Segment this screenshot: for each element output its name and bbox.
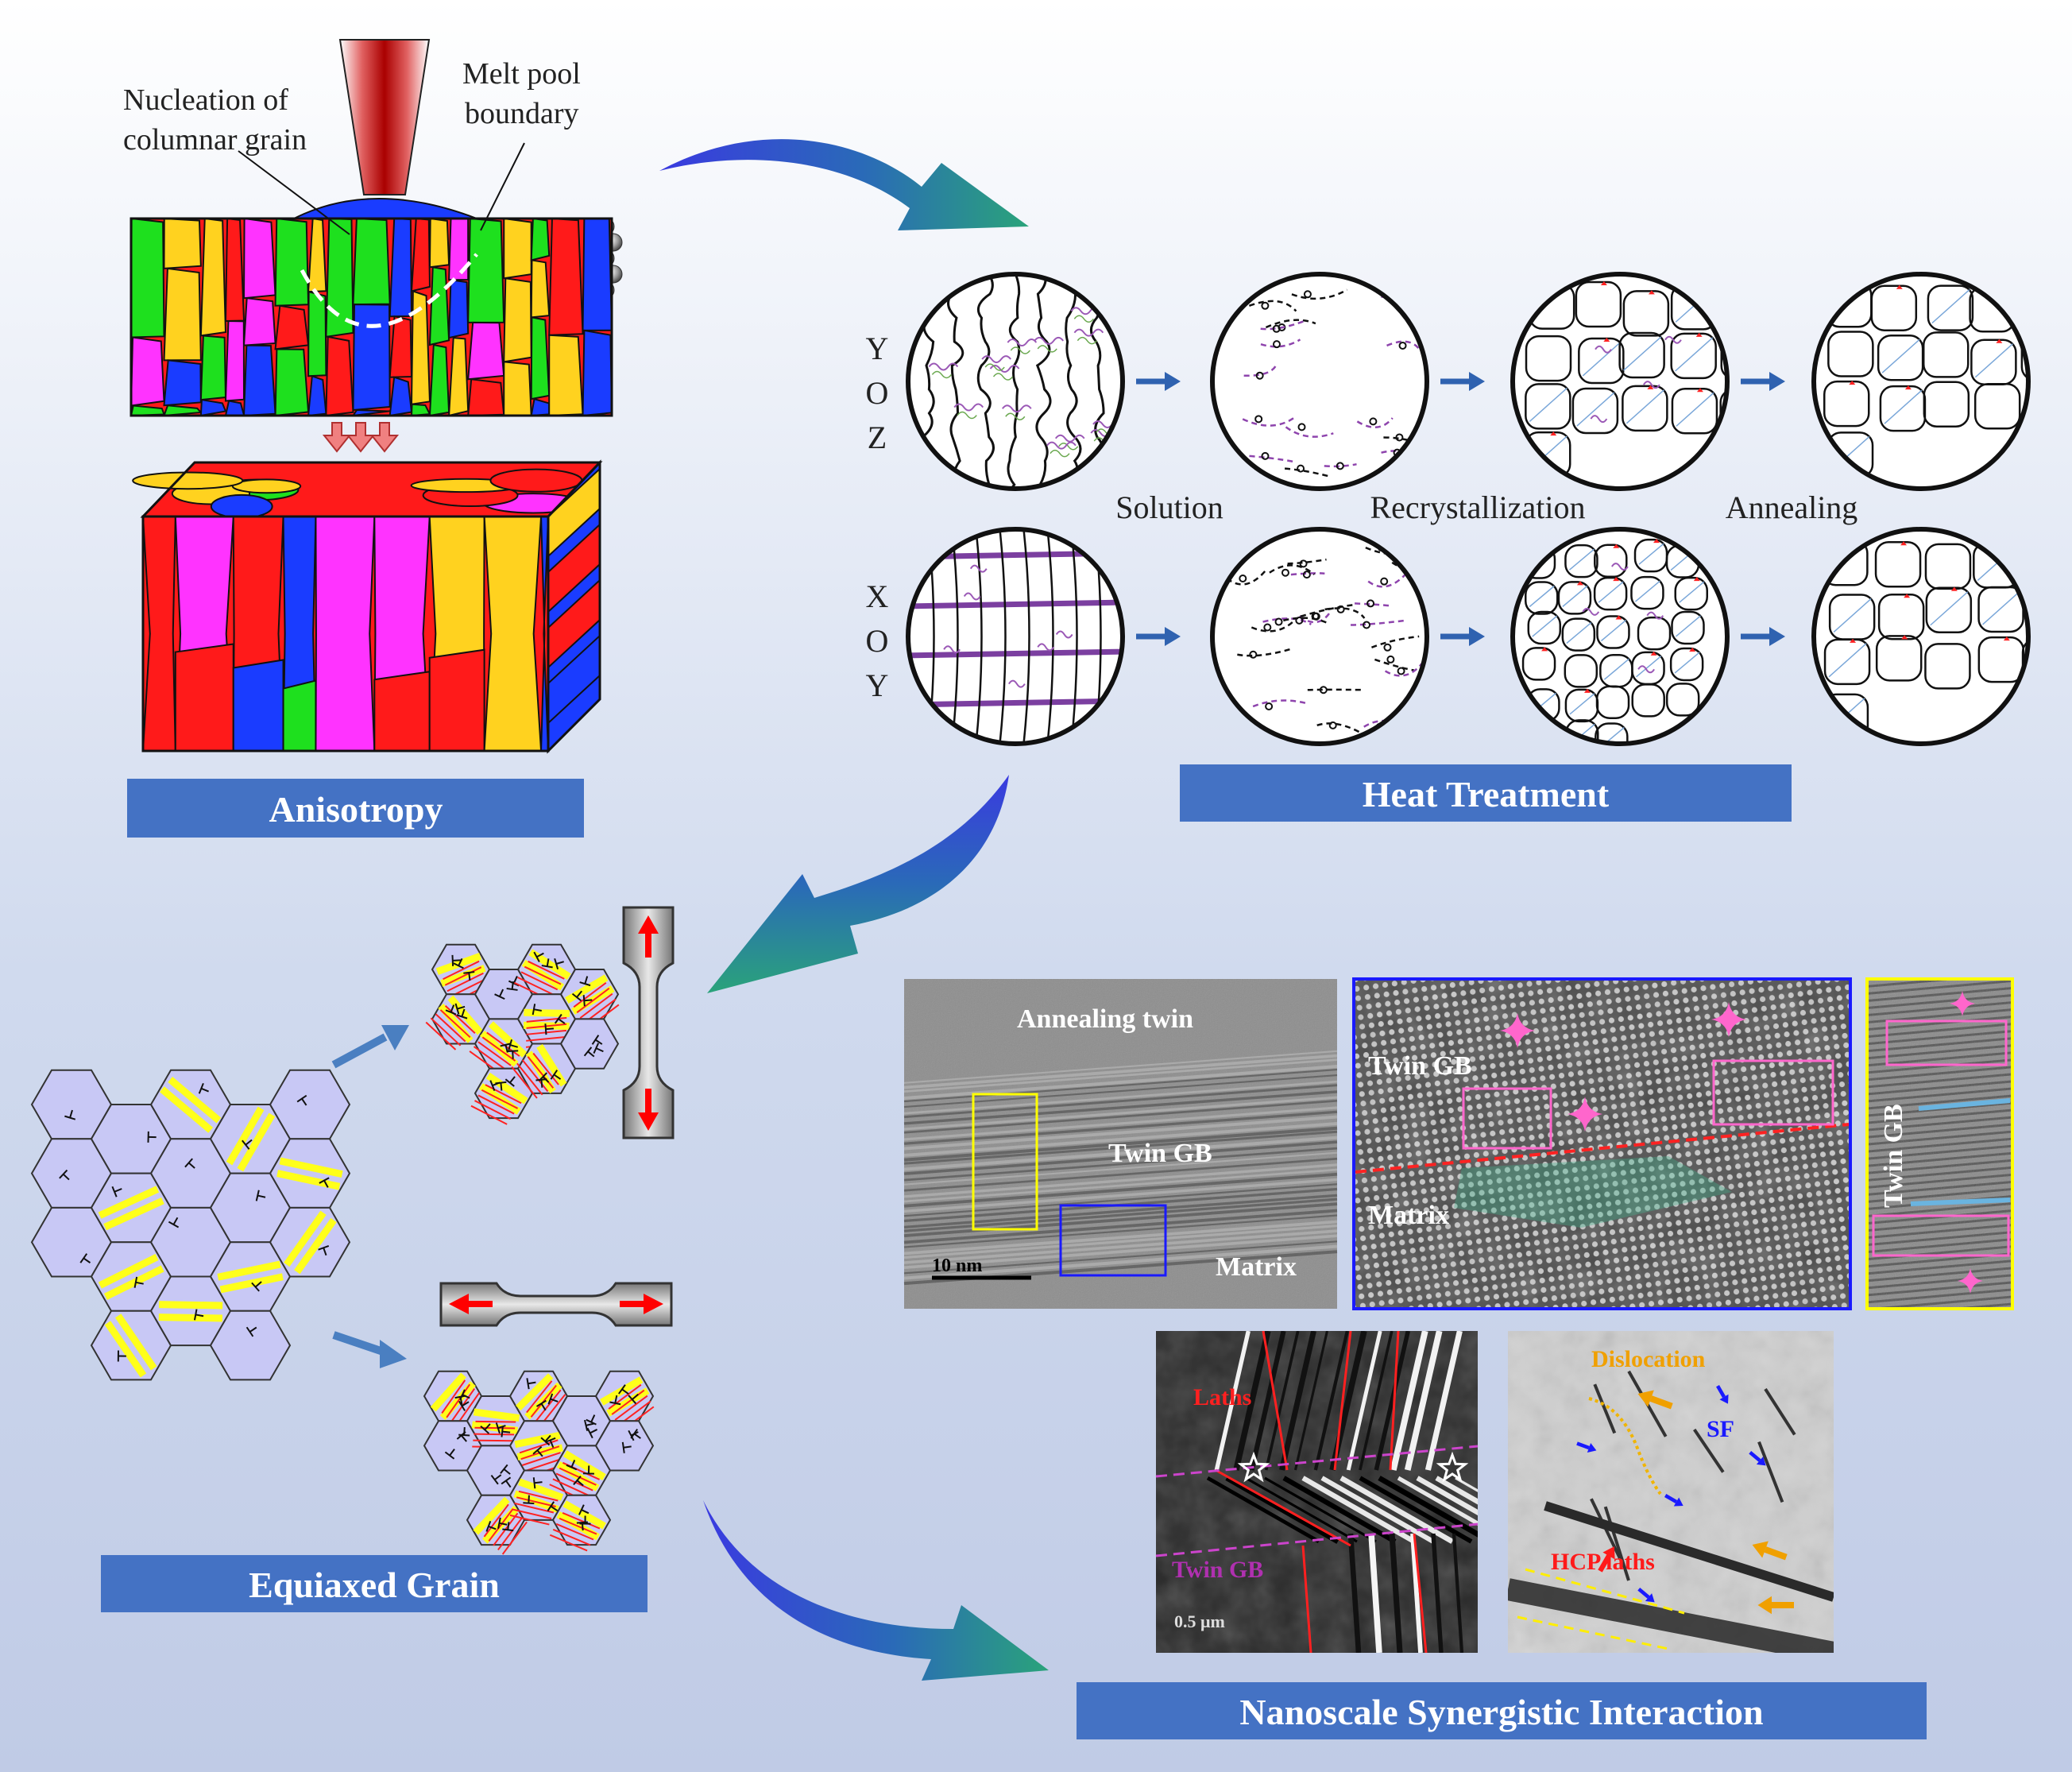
- twin-gb-label-d: Twin GB: [1172, 1557, 1263, 1583]
- anisotropy-label: Anisotropy: [269, 789, 443, 830]
- heat-treatment-label: Heat Treatment: [1363, 774, 1610, 814]
- deformation-arrows: [331, 1025, 409, 1368]
- axis-xoy-o: O: [866, 623, 889, 659]
- melt-pool-grains: [130, 217, 613, 417]
- deformed-grains-vertical-load: [425, 943, 620, 1125]
- down-arrows: [322, 422, 400, 453]
- tensile-specimen-vertical: [622, 906, 675, 1139]
- matrix-label-b: Matrix: [1368, 1201, 1449, 1230]
- equiaxed-grain-banner: [101, 1555, 648, 1612]
- laths-label: Laths: [1193, 1384, 1251, 1410]
- sf-label: SF: [1707, 1416, 1734, 1442]
- scale-10nm: 10 nm: [932, 1255, 982, 1276]
- flow-arrow-3: [703, 1500, 1049, 1681]
- solution-label: Solution: [1115, 489, 1223, 525]
- equiaxed-grain-label: Equiaxed Grain: [249, 1565, 500, 1605]
- annealing-label: Annealing: [1726, 489, 1858, 525]
- twin-gb-label-a: Twin GB: [1108, 1139, 1212, 1168]
- axis-yoz-z: Z: [868, 420, 887, 455]
- heat-treatment-banner: [1180, 764, 1792, 822]
- nanoscale-label: Nanoscale Synergistic Interaction: [1239, 1692, 1763, 1732]
- melt-pool-schematic: Nucleation of columnar grain Melt pool b…: [123, 39, 623, 453]
- twin-gb-label-b: Twin GB: [1368, 1051, 1472, 1081]
- anisotropy-banner: [127, 779, 584, 838]
- columnar-grain-block: [132, 459, 603, 754]
- meltpool-label-2: boundary: [465, 97, 579, 130]
- flow-arrow-2: [707, 775, 1009, 993]
- matrix-label-a: Matrix: [1216, 1252, 1297, 1282]
- twin-gb-vertical-label: Twin GB: [1879, 1104, 1908, 1208]
- recrystallization-label: Recrystallization: [1370, 489, 1585, 525]
- equiaxed-grain-hexagons: [30, 1069, 351, 1381]
- tensile-specimen-horizontal: [439, 1282, 673, 1327]
- hcp-laths-label: HCP laths: [1551, 1549, 1655, 1575]
- axis-xoy-x: X: [866, 578, 889, 614]
- deformed-grains-horizontal-load: [423, 1370, 655, 1555]
- axis-yoz-o: O: [866, 375, 889, 411]
- axis-xoy-y2: Y: [866, 667, 889, 703]
- scale-05um: 0.5 μm: [1174, 1611, 1225, 1631]
- tem-panel-dislocation: Dislocation SF HCP laths: [1508, 1331, 1834, 1653]
- nanoscale-banner: [1077, 1682, 1927, 1739]
- meltpool-label-1: Melt pool: [462, 57, 581, 91]
- dislocation-label: Dislocation: [1591, 1346, 1706, 1372]
- axis-yoz-y: Y: [866, 331, 889, 366]
- melt-pool-boundary-line: [300, 253, 478, 328]
- annealing-twin-label: Annealing twin: [1017, 1004, 1193, 1034]
- flow-arrow-1: [659, 139, 1029, 230]
- nucleation-label-1: Nucleation of: [123, 83, 288, 117]
- tem-panel-narrow: Twin GB: [1865, 977, 2014, 1310]
- laser-beam: [338, 39, 431, 195]
- tem-panel-hrtem: Twin GB Matrix: [1352, 977, 1852, 1310]
- tem-panel-annealing-twin: Annealing twin Twin GB Matrix 10 nm: [903, 979, 1338, 1309]
- nucleation-label-2: columnar grain: [123, 123, 307, 157]
- tem-panel-laths: Laths Twin GB 0.5 μm: [1155, 1331, 1479, 1653]
